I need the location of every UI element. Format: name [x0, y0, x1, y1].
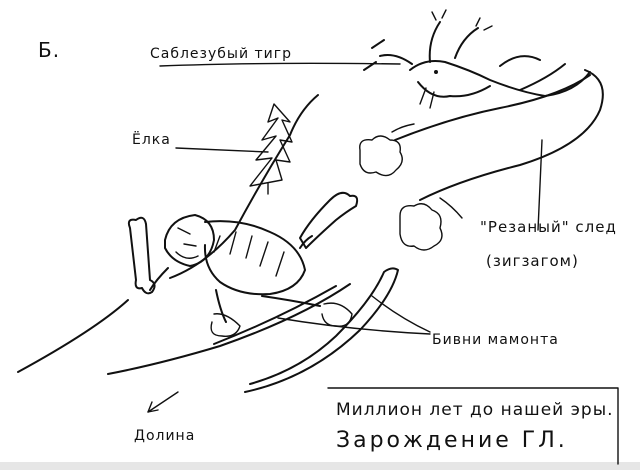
snow-puff-2 — [399, 203, 443, 251]
bone-right — [299, 191, 359, 249]
caption-line2: Зарождение ГЛ. — [336, 428, 568, 453]
tusk-ski-left — [107, 283, 351, 375]
label-valley: Долина — [134, 428, 196, 444]
caption-line1: Миллион лет до нашей эры. — [336, 400, 614, 420]
page-letter: Б. — [38, 38, 61, 62]
label-sabre-tooth-tiger: Саблезубый тигр — [150, 46, 293, 62]
label-fir-tree: Ёлка — [132, 132, 171, 148]
tusk-ski-right — [244, 267, 399, 393]
bone-left — [127, 216, 156, 295]
tree-pointer-line — [175, 147, 269, 153]
label-mammoth-tusks: Бивни мамонта — [432, 332, 559, 348]
fir-tree — [249, 103, 293, 195]
sabre-tooth-tiger — [363, 9, 591, 109]
tiger-pointer-line — [159, 62, 401, 67]
label-track-line2: (зигзагом) — [486, 252, 579, 270]
motion-lines — [391, 123, 463, 219]
label-track-line1: "Резаный" след — [480, 218, 617, 236]
paper-edge — [0, 462, 640, 470]
zigzag-track — [394, 69, 604, 201]
snow-puff-1 — [359, 135, 403, 177]
tusks-pointer-line-a — [277, 317, 431, 335]
tusks-pointer-line-b — [371, 295, 431, 333]
track-pointer-line — [537, 139, 543, 231]
caption-frame — [327, 387, 619, 465]
valley-arrow-icon — [147, 391, 179, 413]
